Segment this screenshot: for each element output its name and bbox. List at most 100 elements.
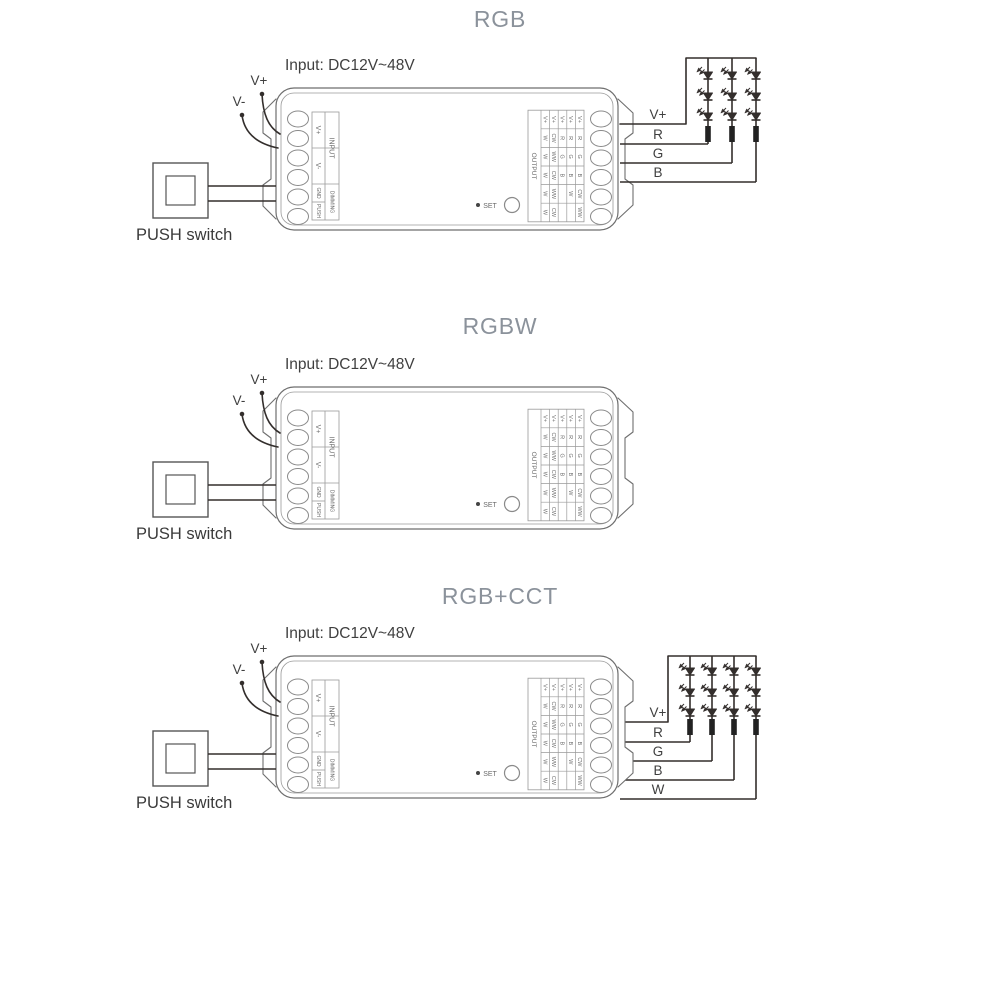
output-terminal: [590, 737, 612, 754]
output-matrix-cell: B: [567, 472, 573, 476]
led-string: [696, 58, 713, 144]
led-arrowhead: [681, 666, 686, 671]
output-matrix-cell: B: [559, 741, 565, 745]
output-matrix-cell: R: [567, 435, 573, 439]
output-terminal: [590, 188, 612, 206]
push-switch-caption: PUSH switch: [136, 794, 232, 812]
output-matrix-cell: WW: [550, 757, 556, 768]
led-icon: [744, 87, 761, 101]
output-wire-label: R: [653, 127, 663, 142]
resistor: [687, 719, 693, 735]
output-matrix-cell: W: [541, 453, 547, 459]
output-matrix-cell: CW: [550, 739, 556, 749]
controller-body: [275, 655, 619, 799]
led-arrowhead: [744, 67, 750, 73]
input-terminal: [287, 130, 309, 147]
output-matrix-cell: B: [559, 173, 565, 177]
led-arrowhead: [678, 663, 684, 669]
led-arrowhead: [681, 707, 686, 712]
led-icon: [700, 683, 717, 697]
vminus-wire-label: V-: [233, 393, 246, 408]
output-matrix-cell: G: [567, 723, 573, 727]
led-arrowhead: [703, 666, 708, 671]
led-arrowhead: [678, 684, 684, 690]
led-arrowhead: [747, 91, 752, 96]
led-arrowhead: [747, 70, 752, 75]
input-vplus-label: V+: [314, 425, 321, 434]
led-icon: [722, 662, 739, 676]
output-matrix-cell: R: [576, 136, 582, 140]
output-wire-label: W: [652, 782, 665, 797]
case-right-mount-tab: [617, 666, 634, 788]
input-spec-label: Input: DC12V~48V: [285, 57, 415, 74]
output-matrix-cell: WW: [576, 775, 582, 786]
input-terminal: [287, 409, 309, 427]
led-arrowhead: [723, 70, 728, 75]
led-triangle: [729, 708, 739, 717]
led-controller-device: V+V-GNDPUSHINPUTDIMMINGOUTPUTV+V+V+V+V+W…: [262, 655, 634, 799]
led-string: [744, 656, 761, 799]
resistor: [705, 126, 711, 142]
led-arrowhead: [700, 663, 706, 669]
input-terminal: [287, 717, 309, 735]
resistor: [709, 719, 715, 735]
output-matrix-cell: W: [541, 472, 547, 478]
input-terminal: [287, 468, 309, 485]
output-matrix-cell: CW: [576, 757, 582, 767]
output-matrix-cell: WW: [550, 488, 556, 499]
vplus-wire-label: V+: [251, 372, 268, 387]
output-matrix-cell: CW: [550, 702, 556, 712]
input-spec-label: Input: DC12V~48V: [285, 625, 415, 642]
led-triangle: [685, 667, 695, 676]
input-terminal: [287, 208, 309, 225]
led-triangle: [751, 92, 761, 101]
led-arrowhead: [725, 707, 730, 712]
set-button: [503, 196, 521, 214]
diagram-title-rgb: RGB: [473, 6, 527, 32]
output-matrix-cell: V+: [567, 415, 573, 422]
push-switch: [152, 461, 276, 518]
case-right-mount-tab: [617, 397, 634, 519]
led-triangle: [703, 92, 713, 101]
led-arrowhead: [700, 704, 706, 710]
led-arrowhead: [699, 91, 704, 96]
led-triangle: [703, 112, 713, 121]
led-icon: [722, 703, 739, 717]
led-icon: [720, 66, 737, 80]
vplus-wire: [261, 661, 281, 703]
output-matrix-cell: WW: [550, 189, 556, 200]
output-matrix-cell: WW: [550, 451, 556, 462]
led-icon: [744, 107, 761, 121]
led-arrowhead: [696, 108, 702, 114]
output-matrix-cell: G: [559, 723, 565, 727]
output-wire-label: B: [653, 165, 662, 180]
set-button-label: SET: [483, 502, 497, 509]
output-matrix-cell: R: [559, 136, 565, 140]
led-arrowhead: [747, 707, 752, 712]
output-matrix-cell: G: [559, 155, 565, 159]
input-terminal: [287, 429, 309, 446]
led-arrowhead: [720, 88, 726, 94]
led-arrowhead: [744, 684, 750, 690]
input-push-label: PUSH: [315, 503, 321, 517]
case-right-mount-tab: [617, 98, 634, 220]
output-matrix-cell: WW: [576, 506, 582, 517]
input-gnd-label: GND: [315, 486, 321, 498]
output-matrix-cell: R: [576, 435, 582, 439]
led-icon: [700, 662, 717, 676]
output-matrix-cell: CW: [576, 488, 582, 498]
output-matrix-cell: R: [567, 136, 573, 140]
input-spec-label: Input: DC12V~48V: [285, 356, 415, 373]
output-terminal: [590, 487, 612, 505]
led-triangle: [707, 708, 717, 717]
vplus-output-wire: [619, 57, 757, 125]
input-terminal: [287, 678, 309, 696]
input-terminal: [287, 448, 309, 466]
output-matrix-cell: CW: [576, 189, 582, 199]
diagram-rgb: Input: DC12V~48VV+V-GNDPUSHINPUTDIMMINGO…: [136, 57, 761, 244]
led-arrowhead: [744, 88, 750, 94]
output-terminal: [590, 429, 612, 446]
